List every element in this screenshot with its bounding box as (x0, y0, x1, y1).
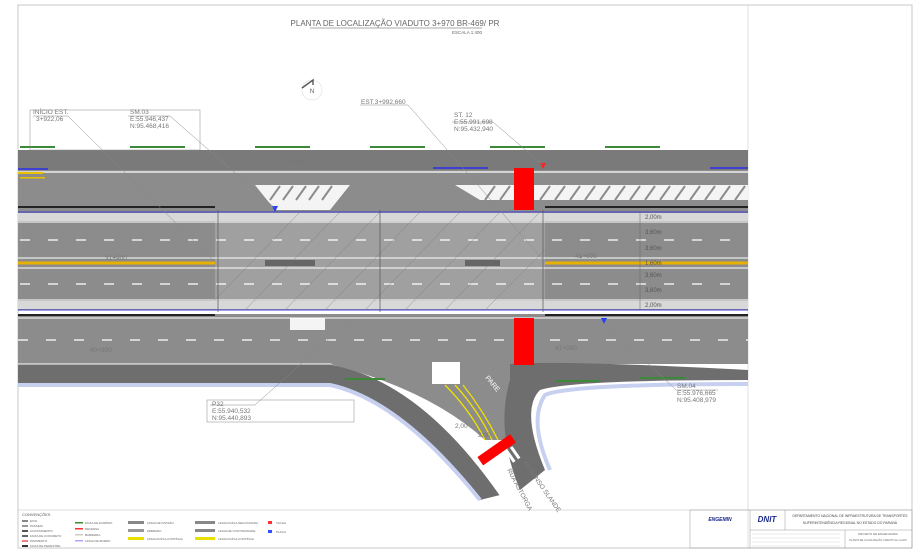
dnit-logo: DNIT (758, 515, 778, 524)
svg-text:SM.03: SM.03 (130, 109, 149, 116)
svg-text:E:55.991,698: E:55.991,698 (454, 119, 493, 126)
svg-text:3,60m: 3,60m (645, 246, 662, 252)
svg-text:EIXO: EIXO (30, 519, 38, 523)
svg-text:ACOSTAMENTO: ACOSTAMENTO (30, 529, 54, 533)
station-labels: 30+800 31+900 40+900 41+000 41+000 (90, 159, 597, 354)
svg-text:LINHA DUPLA SECCIONADA: LINHA DUPLA SECCIONADA (218, 521, 258, 525)
svg-text:BARREIRA: BARREIRA (85, 533, 100, 537)
svg-text:41+000: 41+000 (555, 345, 577, 352)
svg-text:LINHA DE BORDO: LINHA DE BORDO (85, 539, 111, 543)
svg-text:INÍCIO EST.: INÍCIO EST. (33, 107, 69, 116)
svg-text:N:95.432,940: N:95.432,940 (454, 126, 493, 133)
callout-labels: INÍCIO EST.3+922,06 SM.03E:55.946,437N:9… (33, 99, 716, 422)
legend: CONVENÇÕES EIXO PASSEIO ACOSTAMENTO FAIX… (22, 512, 286, 548)
red-pedestrian-area-bottom (514, 318, 534, 365)
svg-text:3+922,06: 3+922,06 (36, 116, 64, 123)
svg-text:FAIXA DE CONCRETO: FAIXA DE CONCRETO (30, 534, 62, 538)
svg-text:LINHA DE CONTINUIDADE: LINHA DE CONTINUIDADE (218, 529, 255, 533)
svg-text:CONVENÇÕES: CONVENÇÕES (22, 512, 51, 517)
svg-text:ST. 12: ST. 12 (454, 112, 473, 119)
viaduct-abutments (217, 210, 544, 312)
svg-text:1,60m: 1,60m (645, 261, 662, 267)
svg-text:40+900: 40+900 (90, 347, 112, 354)
svg-text:LINHA DE DIVISÃO: LINHA DE DIVISÃO (147, 520, 174, 525)
svg-text:SM.04: SM.04 (677, 383, 696, 390)
svg-text:PROJETO DE ENGENHARIA: PROJETO DE ENGENHARIA (858, 532, 898, 536)
svg-text:N: N (310, 89, 314, 95)
svg-text:E:55.946,437: E:55.946,437 (130, 116, 169, 123)
svg-text:FAIXA DE PEDESTRE: FAIXA DE PEDESTRE (30, 544, 60, 548)
crosswalk-bottom (477, 434, 521, 477)
survey-marker-sm04-icon (601, 318, 607, 324)
crosswalk-dim: 2,00 (478, 432, 491, 439)
ramp-junction (330, 364, 520, 440)
svg-text:TACHA: TACHA (276, 521, 286, 525)
lane-dividers (20, 239, 748, 285)
island-bottom (432, 362, 460, 384)
hatched-gore-left (255, 185, 350, 210)
lane-edge-lines (18, 221, 748, 301)
svg-text:E:55.940,532: E:55.940,532 (212, 408, 251, 415)
company-logo: ENGEMIN (708, 517, 732, 523)
survey-marker-st12-icon (540, 163, 546, 169)
hatch-stripes (269, 185, 746, 201)
svg-text:41+000: 41+000 (575, 253, 597, 260)
svg-text:PLANTA DE LOCALIZAÇÃO VIADUTO: PLANTA DE LOCALIZAÇÃO VIADUTO km 3+970 (849, 537, 907, 542)
red-pedestrian-area-top (514, 168, 534, 210)
svg-text:EST.3+992,660: EST.3+992,660 (361, 99, 406, 106)
svg-text:ZEBRADO: ZEBRADO (147, 529, 162, 533)
ramp-right-curve (504, 362, 748, 490)
svg-text:N:95.440,893: N:95.440,893 (212, 415, 251, 422)
yellow-channel-lines (444, 384, 499, 441)
ramp-left-curve (18, 364, 500, 500)
survey-marker-sm03-icon (272, 206, 278, 212)
deck-hatch (214, 211, 546, 311)
svg-text:N:95.468,416: N:95.468,416 (130, 123, 169, 130)
svg-text:E:55.976,665: E:55.976,665 (677, 390, 716, 397)
svg-text:FAIXA DE DOMÍNIO: FAIXA DE DOMÍNIO (85, 521, 113, 525)
north-arrow-icon: N (301, 78, 323, 101)
frontage-road-top (18, 150, 748, 170)
shoulder-top (18, 213, 748, 221)
shoulder-bottom (18, 301, 748, 309)
callout-leaders (29, 104, 718, 423)
svg-text:PAVIMENTO: PAVIMENTO (30, 539, 48, 543)
svg-text:SUPERINTENDÊNCIA REGIONAL NO E: SUPERINTENDÊNCIA REGIONAL NO ESTADO DO P… (803, 520, 898, 525)
svg-text:2,00m: 2,00m (645, 303, 662, 309)
lane-width-labels: 2,00m 3,60m 3,60m 1,60m 3,60m 3,60m 2,00… (645, 215, 662, 309)
svg-text:30+800: 30+800 (285, 159, 307, 166)
drawing-title: PLANTA DE LOCALIZAÇÃO VIADUTO 3+970 BR-4… (291, 19, 500, 28)
svg-text:N:95.408,979: N:95.408,979 (677, 397, 716, 404)
svg-text:DEFENSA: DEFENSA (85, 527, 99, 531)
scale-label: ESCALA 1:400 (452, 30, 483, 35)
crosswalk-dim: 2,00 (455, 423, 468, 430)
svg-text:3,60m: 3,60m (645, 230, 662, 236)
svg-text:DEPARTAMENTO NACIONAL DE INFRA: DEPARTAMENTO NACIONAL DE INFRAESTRUTURA … (793, 514, 909, 518)
svg-text:P32: P32 (212, 401, 224, 408)
svg-text:LINHA DUPLA CONTÍNUA: LINHA DUPLA CONTÍNUA (218, 537, 254, 541)
green-curb-marks-top (20, 146, 660, 148)
svg-text:3,60m: 3,60m (645, 288, 662, 294)
svg-text:3,60m: 3,60m (645, 273, 662, 279)
svg-text:2,00m: 2,00m (645, 215, 662, 221)
svg-text:PLACA: PLACA (276, 530, 286, 534)
svg-text:LINHA DUPLA CONTÍNUA: LINHA DUPLA CONTÍNUA (147, 537, 183, 541)
service-lane-bottom (18, 314, 748, 364)
svg-text:PASSEIO: PASSEIO (30, 524, 44, 528)
title-block: ENGEMIN DNIT DEPARTAMENTO NACIONAL DE IN… (689, 509, 913, 549)
svg-text:31+900: 31+900 (105, 255, 127, 262)
